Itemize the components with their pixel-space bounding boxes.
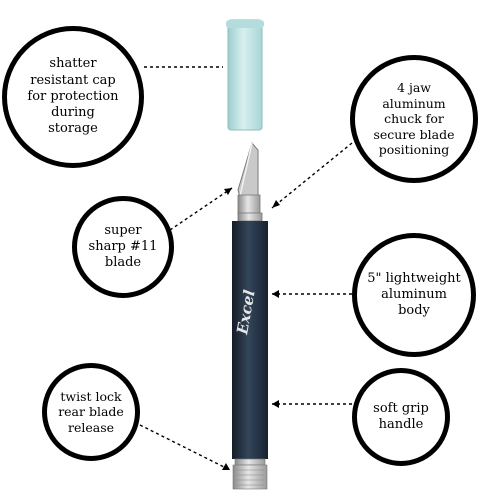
arrow-blade [224, 188, 232, 195]
leader-twist [139, 424, 231, 471]
callout-chuck-text: 4 jaw aluminum chuck for secure blade po… [373, 79, 455, 158]
arrow-body [272, 290, 279, 298]
callout-grip: soft grip handle [352, 368, 450, 466]
blade [237, 141, 259, 198]
callout-grip-text: soft grip handle [373, 400, 429, 432]
arrow-grip [272, 400, 279, 408]
callout-blade: super sharp #11 blade [72, 196, 174, 298]
rear-twist-lock [232, 458, 268, 490]
chuck [237, 194, 263, 222]
callout-chuck: 4 jaw aluminum chuck for secure blade po… [350, 55, 478, 183]
callout-cap: shatter resistant cap for protection dur… [2, 26, 144, 168]
leader-lines [139, 66, 353, 471]
aluminum-body-handle: Excel [232, 221, 268, 459]
leader-blade [169, 187, 233, 231]
callout-body: 5" lightweight aluminum body [352, 233, 476, 357]
callout-body-text: 5" lightweight aluminum body [367, 270, 461, 319]
callout-twist-lock-text: twist lock rear blade release [58, 388, 124, 435]
leader-chuck [271, 142, 353, 209]
arrow-chuck [272, 200, 280, 208]
callout-cap-text: shatter resistant cap for protection dur… [27, 56, 119, 137]
callout-blade-text: super sharp #11 blade [88, 222, 158, 271]
callout-twist-lock: twist lock rear blade release [42, 363, 140, 461]
protective-cap [226, 19, 264, 131]
arrow-twist [222, 463, 230, 470]
